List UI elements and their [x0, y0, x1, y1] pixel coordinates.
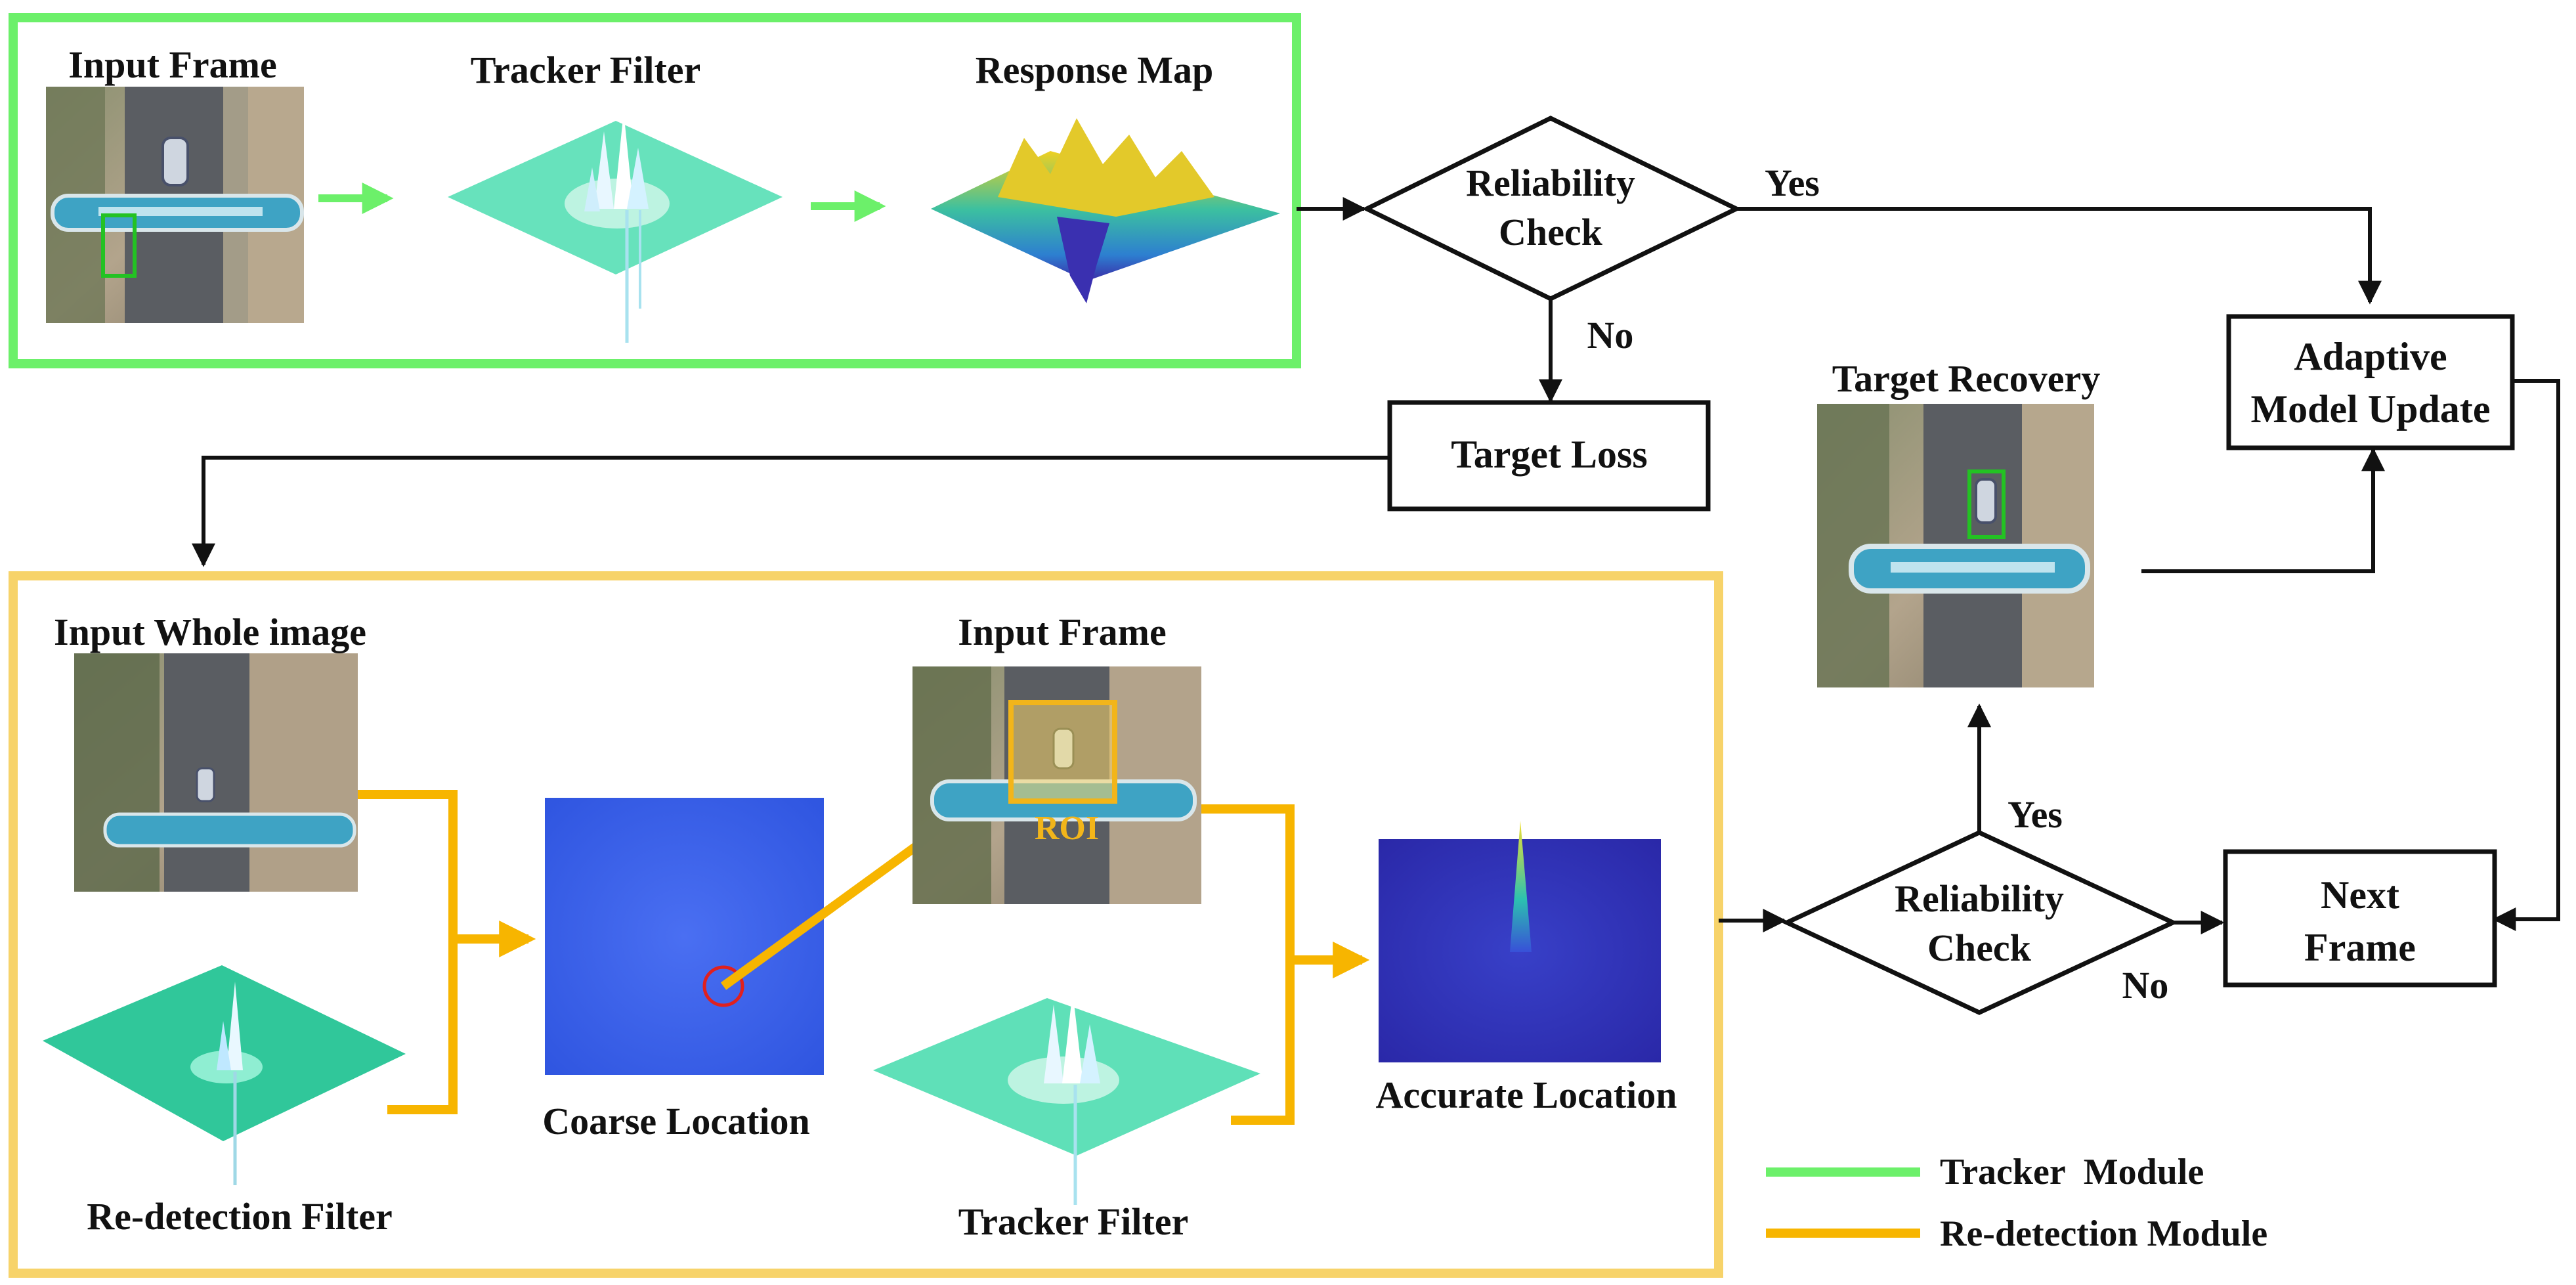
- accurate-location-map: [1379, 821, 1661, 1062]
- top-check-line2: Check: [1499, 211, 1603, 253]
- input-frame-image-mid: [912, 666, 1201, 904]
- coarse-location-circle: [702, 965, 744, 1007]
- target-recovery-image: [1817, 404, 2094, 687]
- update-to-next-connector: [2492, 379, 2560, 931]
- top-reliability-check-diamond: [1362, 116, 1742, 301]
- next-frame-box: [2223, 849, 2497, 988]
- label-input-frame-mid: Input Frame: [958, 611, 1166, 653]
- label-target-recovery: Target Recovery: [1832, 357, 2101, 400]
- next-frame-line1: Next: [2321, 873, 2399, 917]
- bottom-reliability-check-diamond: [1781, 830, 2179, 1015]
- top-check-line1: Reliability: [1466, 162, 1635, 204]
- top-yes-label: Yes: [1765, 162, 1820, 204]
- redetection-module-frame: [9, 571, 1723, 1278]
- label-redetection-filter: Re-detection Filter: [87, 1195, 392, 1238]
- bottom-yes-label: Yes: [2007, 793, 2063, 836]
- top-no-label: No: [1587, 314, 1634, 357]
- tracker-filter-surface-mid: [873, 991, 1260, 1205]
- target-loss-label: Target Loss: [1451, 433, 1647, 476]
- redetection-filter-surface: [43, 965, 406, 1185]
- redetect-merge-top: [358, 790, 458, 1114]
- loss-to-redetect-connector: [192, 456, 1390, 567]
- tracker-filter-surface-top: [448, 112, 783, 343]
- label-coarse-location: Coarse Location: [542, 1100, 810, 1143]
- label-input-frame-top: Input Frame: [68, 43, 276, 86]
- target-bbox-top: [101, 213, 137, 278]
- adaptive-model-update-box: [2226, 314, 2515, 450]
- label-response-map: Response Map: [976, 49, 1214, 91]
- recovery-to-update-connector: [2141, 447, 2385, 573]
- coarse-location-map: [545, 798, 824, 1075]
- input-whole-image: [74, 653, 358, 892]
- target-loss-box: [1387, 400, 1711, 512]
- roi-label: ROI: [1035, 810, 1099, 847]
- target-bbox-recovery: [1967, 469, 2006, 539]
- top-yes-connector: [1736, 207, 2382, 305]
- label-input-whole-image: Input Whole image: [54, 611, 366, 653]
- bottom-check-line2: Check: [1927, 926, 2032, 969]
- next-frame-line2: Frame: [2304, 926, 2416, 969]
- adaptive-update-line1: Adaptive: [2294, 335, 2447, 378]
- label-tracker-filter-top: Tracker Filter: [471, 49, 701, 91]
- response-map-surface: [931, 118, 1280, 303]
- input-frame-image-top: [46, 87, 304, 323]
- legend-redetect-label: Re-detection Module: [1940, 1213, 2267, 1254]
- adaptive-update-line2: Model Update: [2251, 387, 2491, 431]
- tracker-module-frame: [9, 13, 1301, 368]
- bottom-no-label: No: [2122, 964, 2169, 1007]
- bottom-check-line1: Reliability: [1895, 877, 2064, 920]
- label-accurate-location: Accurate Location: [1375, 1074, 1677, 1116]
- label-tracker-filter-mid: Tracker Filter: [958, 1200, 1189, 1243]
- legend: Tracker Module Re-detection Module: [1766, 1152, 2267, 1254]
- legend-tracker-label: Tracker Module: [1940, 1152, 2204, 1192]
